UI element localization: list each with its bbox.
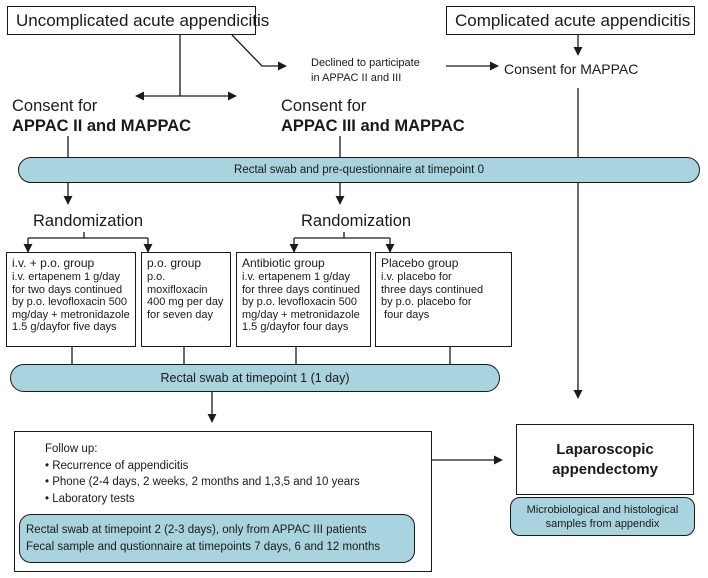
group-placebo: Placebo group i.v. placebo for three day… [375,252,512,347]
microbiological-samples: Microbiological and histological samples… [510,497,695,536]
complicated-header: Complicated acute appendicitis [446,6,695,35]
group-line: 1.5 g/dayfor five days [12,321,117,334]
followup-item: • Phone (2-4 days, 2 weeks, 2 months and… [45,476,360,488]
group-line: for two days continued [12,283,123,296]
group-title: p.o. group [147,256,202,270]
complicated-header-text: Complicated acute appendicitis [455,11,691,30]
followup-swab-pill: Rectal swab at timepoint 2 (2-3 days), o… [19,514,415,563]
followup-item: • Laboratory tests [45,492,135,505]
swab-timepoint-0: Rectal swab and pre-questionnaire at tim… [18,157,700,183]
declined-line: in APPAC II and III [311,71,402,84]
consent-mappac: Consent for MAPPAC [504,61,639,77]
laparoscopic-box: Laparoscopic appendectomy [516,424,694,495]
consent-left-line: Consent for [12,97,98,115]
consent-left: Consent for APPAC II and MAPPAC [12,96,191,136]
group-line: for seven day [147,308,214,321]
group-line: 400 mg per day [147,296,224,309]
laparoscopic-line: Laparoscopic [556,440,654,458]
group-line: three days continued [381,283,484,296]
group-line: for three days continued [242,283,361,296]
group-iv-po: i.v. + p.o. group i.v. ertapenem 1 g/day… [6,252,136,347]
consent-left-line: APPAC II and MAPPAC [12,117,192,135]
uncomplicated-header: Uncomplicated acute appendicitis [7,6,269,35]
micro-line: Microbiological and histological [526,503,679,516]
declined-label: Declined to participate in APPAC II and … [311,56,420,85]
swab-timepoint-1-text: Rectal swab at timepoint 1 (1 day) [160,371,350,385]
group-line: p.o. moxifloxacin [147,271,208,296]
followup-box: Follow up: • Recurrence of appendicitis … [14,431,432,572]
group-antibiotic: Antibiotic group i.v. ertapenem 1 g/day … [236,252,371,347]
consent-right-line: Consent for [281,97,367,115]
followup-title: Follow up: [45,443,98,455]
followup-item: • Recurrence of appendicitis [45,459,189,472]
group-title: Placebo group [381,256,459,270]
followup-swab-line: Rectal swab at timepoint 2 (2-3 days), o… [26,523,367,536]
group-line: i.v. ertapenem 1 g/day [12,271,121,283]
group-po: p.o. group p.o. moxifloxacin 400 mg per … [141,252,231,347]
micro-text: Microbiological and histological samples… [527,503,679,531]
micro-line: samples from appendix [545,517,660,530]
group-line: four days [381,308,430,321]
uncomplicated-header-text: Uncomplicated acute appendicitis [16,11,270,30]
randomization-right: Randomization [301,212,412,230]
laparoscopic-text: Laparoscopic appendectomy [552,440,658,480]
consent-right-line: APPAC III and MAPPAC [281,117,465,135]
declined-line: Declined to participate [311,57,420,69]
group-line: by p.o. levofloxacin 500 [242,296,357,309]
group-title: i.v. + p.o. group [12,256,95,270]
followup-swab-text: Rectal swab at timepoint 2 (2-3 days), o… [26,522,380,556]
randomization-left: Randomization [33,212,144,230]
group-line: by p.o. levofloxacin 500 [12,296,127,309]
group-line: mg/day + metronidazole [12,308,130,321]
group-line: i.v. ertapenem 1 g/day [242,271,351,283]
group-line: by p.o. placebo for [381,296,472,309]
laparoscopic-line: appendectomy [552,460,658,478]
followup-swab-line: Fecal sample and qustionnaire at timepoi… [26,540,381,553]
group-line: i.v. placebo for [381,271,452,283]
group-line: 1.5 g/dayfor four days [242,321,349,334]
swab-timepoint-0-text: Rectal swab and pre-questionnaire at tim… [234,164,484,176]
group-title: Antibiotic group [242,256,325,270]
swab-timepoint-1: Rectal swab at timepoint 1 (1 day) [10,364,500,392]
group-line: mg/day + metronidazole [242,308,360,321]
consent-right: Consent for APPAC III and MAPPAC [281,96,465,136]
followup-list: Follow up: • Recurrence of appendicitis … [45,441,360,507]
